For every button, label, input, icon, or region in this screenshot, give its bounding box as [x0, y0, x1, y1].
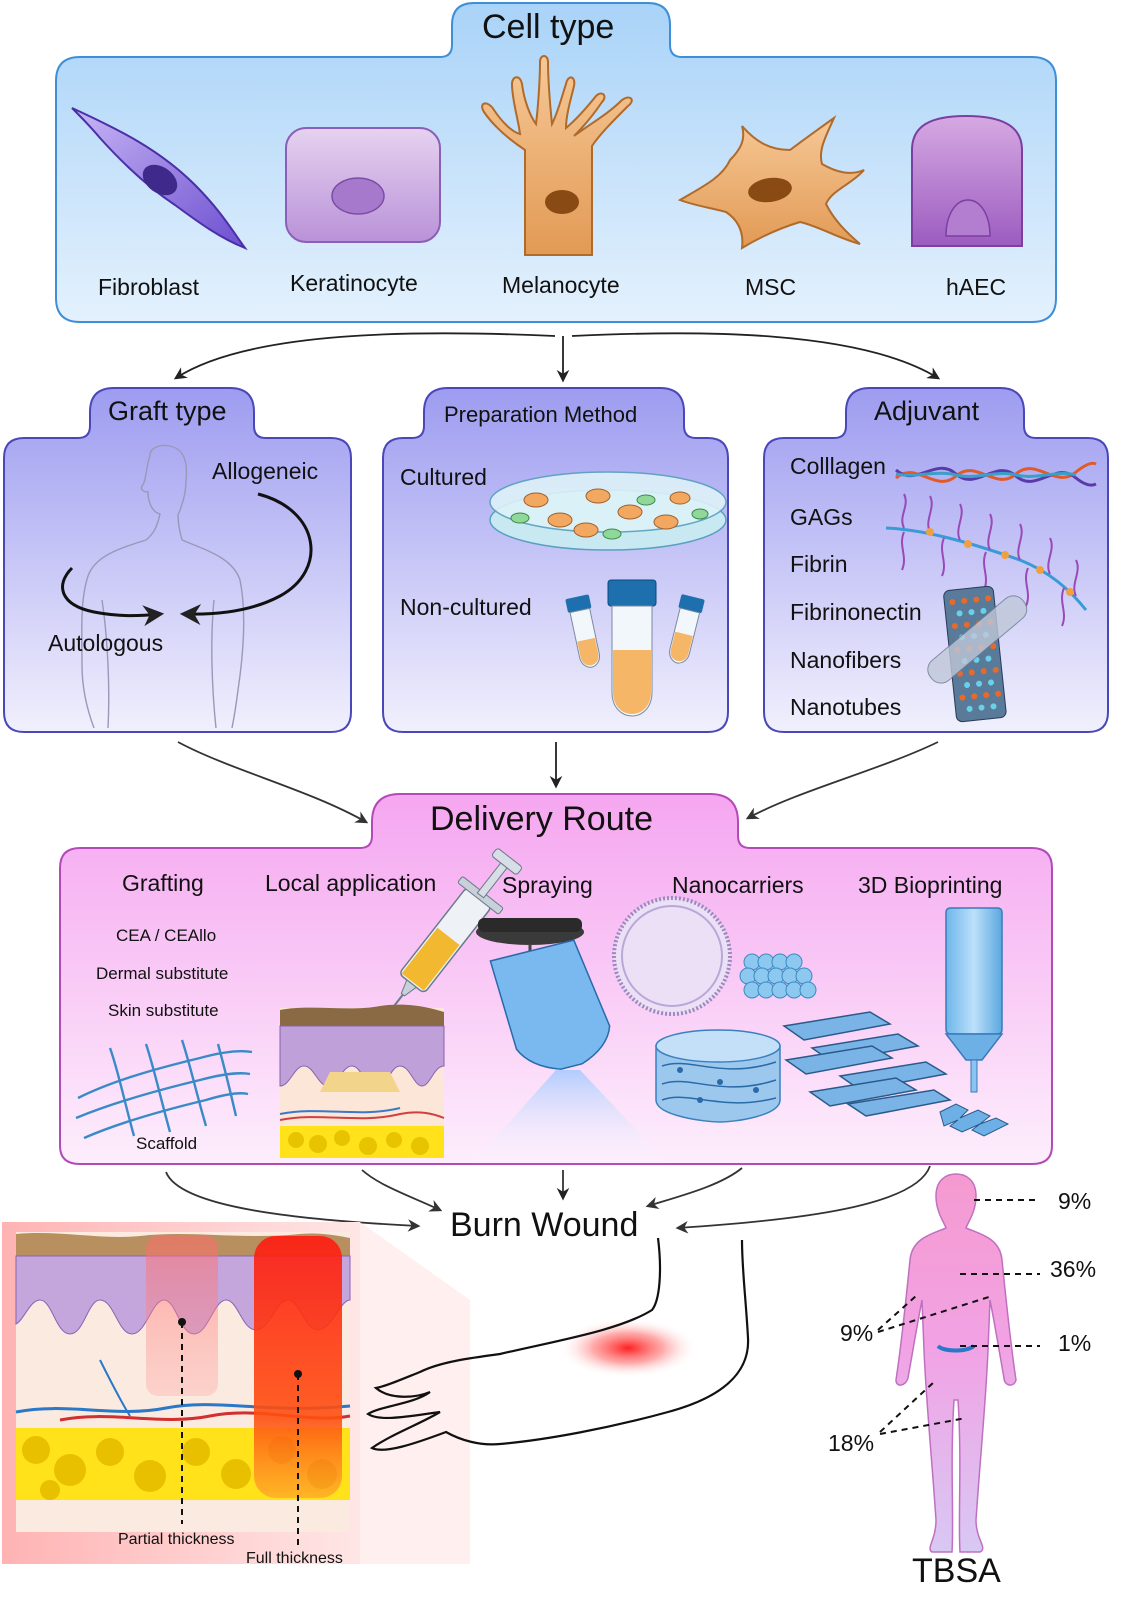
msc-icon	[677, 115, 865, 250]
tbsa-leg-percent: 18%	[828, 1430, 875, 1456]
nanosheet-stack-icon	[782, 1011, 953, 1117]
cell-label-melanocyte: Melanocyte	[502, 272, 620, 298]
graft-type-panel	[3, 387, 352, 733]
small-tube-left-icon	[565, 594, 601, 668]
collagen-helix-icon	[894, 461, 1097, 487]
keratinocyte-icon	[285, 127, 441, 243]
burned-arm-icon	[366, 1237, 750, 1451]
bioprinter-syringe-icon	[939, 907, 1010, 1137]
prep-label-non-cultured: Non-cultured	[400, 594, 532, 620]
cell-label-fibroblast: Fibroblast	[98, 274, 199, 300]
route-grafting: Grafting	[122, 870, 204, 896]
skin-layer-icon	[279, 1004, 445, 1158]
burn-skin-cross-section	[2, 1222, 470, 1564]
route-3d-bioprinting: 3D Bioprinting	[858, 872, 1003, 898]
small-tube-right-icon	[669, 594, 705, 664]
graft-to-delivery-arrow	[177, 741, 369, 824]
fibroblast-icon	[71, 107, 248, 251]
full-thickness-zone	[254, 1236, 342, 1498]
route-local-application: Local application	[265, 870, 437, 896]
adjuvant-panel	[763, 387, 1109, 733]
label-full-thickness: Full thickness	[246, 1550, 343, 1567]
cell-to-graft-arrow	[173, 332, 556, 380]
graft-label-autologous: Autologous	[48, 630, 164, 656]
adjuvant-item-fibrinonectin: Fibrinonectin	[790, 599, 922, 625]
cell-label-keratinocyte: Keratinocyte	[290, 270, 418, 296]
tbsa-title: TBSA	[912, 1552, 1001, 1590]
centrifuge-tube-icon	[607, 579, 657, 717]
cell-type-title: Cell type	[482, 8, 615, 46]
burn-wound-title: Burn Wound	[450, 1206, 639, 1244]
adjuvant-title: Adjuvant	[874, 396, 980, 426]
graft-label-allogeneic: Allogeneic	[212, 458, 319, 484]
adjuvant-item-nanotubes: Nanotubes	[790, 694, 902, 720]
nanofiber-icon	[927, 595, 1028, 684]
grafting-item-cea: CEA / CEAllo	[116, 926, 217, 945]
tbsa-genital-percent: 1%	[1058, 1330, 1092, 1356]
tbsa-head-percent: 9%	[1058, 1188, 1092, 1214]
scaffold-mesh-icon	[75, 1039, 253, 1140]
gag-chain-icon	[885, 493, 1088, 627]
haec-icon	[911, 114, 1023, 247]
adjuvant-item-collagen: Colllagen	[790, 453, 886, 479]
grafting-item-skin: Skin substitute	[108, 1001, 219, 1020]
nanoparticle-cluster-icon	[739, 953, 817, 999]
preparation-method-title: Preparation Method	[444, 402, 638, 427]
hydrogel-cylinder-icon	[655, 1029, 781, 1123]
preparation-method-panel	[382, 387, 729, 733]
grafting-item-dermal: Dermal substitute	[96, 964, 229, 983]
cell-to-adjuvant-arrow	[571, 332, 941, 380]
adjuvant-item-nanofibers: Nanofibers	[790, 647, 902, 673]
tbsa-arm-percent: 9%	[840, 1320, 874, 1346]
spray-device-icon	[470, 918, 670, 1166]
petri-dish-icon	[489, 471, 727, 551]
melanocyte-icon	[481, 55, 633, 256]
scaffold-label: Scaffold	[136, 1134, 198, 1153]
graft-type-title: Graft type	[108, 396, 227, 426]
cell-label-msc: MSC	[745, 274, 797, 300]
route-spraying: Spraying	[502, 872, 593, 898]
route-nanocarriers: Nanocarriers	[672, 872, 804, 898]
adjuvant-to-delivery-arrow	[745, 741, 939, 820]
adjuvant-item-fibrin: Fibrin	[790, 551, 848, 577]
cell-label-haec: hAEC	[946, 274, 1007, 300]
adjuvant-item-gags: GAGs	[790, 504, 853, 530]
graft-cycle-arrow	[61, 492, 313, 627]
partial-thickness-zone	[146, 1236, 218, 1396]
nanocarrier-liposome-icon	[612, 896, 732, 1016]
prep-label-cultured: Cultured	[400, 464, 487, 490]
delivery-to-burn-arrows	[165, 1165, 931, 1234]
tbsa-body-figure	[877, 1173, 1040, 1553]
delivery-route-title: Delivery Route	[430, 800, 653, 838]
tbsa-trunk-percent: 36%	[1050, 1256, 1097, 1282]
label-partial-thickness: Partial thickness	[118, 1531, 235, 1548]
